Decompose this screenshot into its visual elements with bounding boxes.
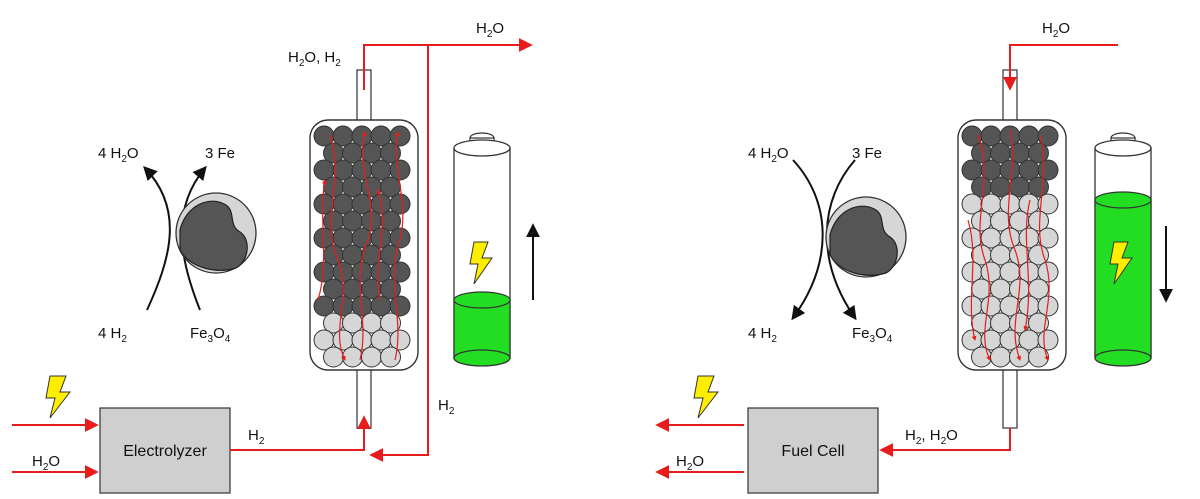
electrolyzer-to-reactor-line [230, 415, 371, 451]
charging-outlet-line [363, 38, 533, 462]
dark-particle [389, 125, 411, 147]
battery-charge-level [1094, 199, 1152, 359]
light-particle [1028, 244, 1049, 266]
charging-battery [453, 132, 511, 367]
electrolyzer-out-label: H2 [248, 427, 265, 447]
battery-lightning-icon [1109, 241, 1133, 285]
reactor-to-fuelcell-line [879, 428, 1011, 457]
discharging-inlet-label: H2O [1042, 20, 1070, 40]
fuel-cell-box: Fuel Cell [747, 407, 879, 494]
charging-top-inlet-label: H2O, H2 [288, 49, 341, 69]
discharging-inlet-line [1003, 44, 1118, 91]
battery-lightning-icon [469, 241, 493, 285]
charging-return-label: H2 [438, 397, 455, 417]
light-particle [323, 346, 344, 368]
light-particle [1028, 312, 1049, 334]
charging-reaction-bottom-left: 4 H2 [98, 325, 127, 345]
charging-reaction-scheme: 4 H2O 3 Fe 4 H2 Fe3O4 [98, 145, 257, 345]
dark-particle [389, 193, 411, 215]
light-particle [361, 346, 382, 368]
charging-reaction-bottom-right: Fe3O4 [190, 325, 231, 345]
particle-bed [313, 125, 411, 368]
fuel-cell-label: Fuel Cell [781, 443, 844, 460]
lightning-icon [45, 375, 72, 419]
discharging-reaction-scheme: 4 H2O 3 Fe 4 H2 Fe3O4 [748, 145, 907, 345]
light-particle [380, 346, 401, 368]
dark-particle [1037, 125, 1059, 147]
charging-outlet-label: H2O [476, 20, 504, 40]
light-particle [1037, 227, 1059, 249]
electrolyzer-label: Electrolyzer [123, 443, 207, 460]
charging-reaction-top-left: 4 H2O [98, 145, 139, 165]
discharging-reaction-bottom-right: Fe3O4 [852, 325, 893, 345]
discharging-panel: H2O Fuel Cell H2, H2O H2O 4 H2O 3 Fe 4 H… [655, 20, 1173, 494]
discharging-reaction-top-left: 4 H2O [748, 145, 789, 165]
discharging-reaction-top-right: 3 Fe [852, 145, 882, 162]
light-particle [1037, 193, 1059, 215]
electrolyzer-box: Electrolyzer [99, 407, 231, 494]
light-particle [380, 312, 401, 334]
lightning-icon [693, 375, 720, 419]
fuel-cell-in-label: H2, H2O [905, 427, 958, 447]
dark-particle [389, 159, 411, 181]
output-water-label: H2O [676, 453, 704, 473]
light-particle [389, 329, 411, 351]
charging-reactor [309, 69, 419, 429]
discharging-battery [1094, 132, 1152, 367]
battery-charge-level [453, 299, 511, 359]
light-particle [1037, 329, 1059, 351]
light-particle [1028, 210, 1049, 232]
charging-panel: H2O, H2 H2O H2 Electrolyzer H2 H2O 4 [12, 20, 540, 494]
particle-bed [961, 125, 1059, 368]
dark-particle [380, 210, 401, 232]
light-particle [990, 346, 1011, 368]
discharging-reactor [957, 69, 1067, 429]
input-water-label: H2O [32, 453, 60, 473]
dark-particle [389, 295, 411, 317]
discharging-reaction-bottom-left: 4 H2 [748, 325, 777, 345]
light-particle [342, 346, 363, 368]
charging-reaction-top-right: 3 Fe [205, 145, 235, 162]
